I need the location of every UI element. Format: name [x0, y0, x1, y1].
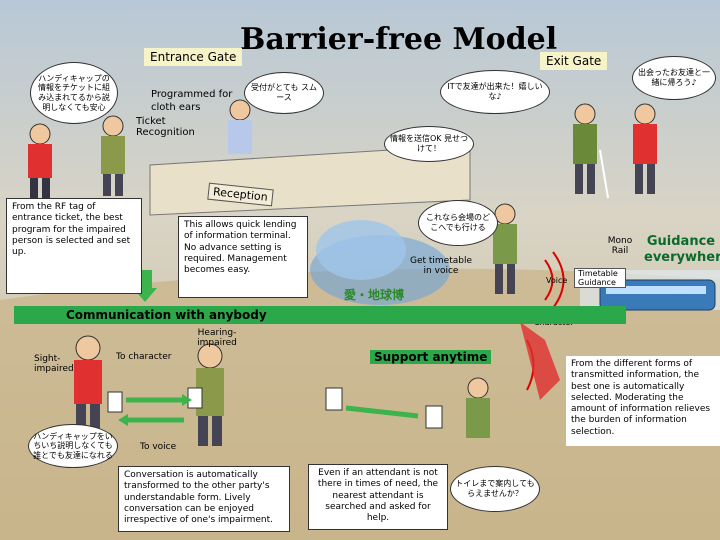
guided-visitor-figure [493, 203, 517, 294]
to-voice-label: To voice [140, 442, 177, 452]
go-home-bubble: 出会ったお友達と一緒に帰ろう♪ [632, 56, 716, 100]
programmed-label: Programmed for cloth ears [151, 89, 233, 113]
handicap-info-bubble: ハンディキャップの情報をチケットに組み込まれてるから説明しなくても安心 [30, 62, 118, 124]
expo-logo: 愛・地球博 [344, 288, 405, 302]
communication-band: Communication with anybody [14, 306, 626, 324]
blind-visitor-figure [573, 103, 609, 199]
it-friends-bubble: ITで友達が出来た！嬉しいな♪ [440, 70, 550, 114]
attendant-description: Even if an attendant is not there in tim… [308, 464, 448, 530]
request-ok-bubble: 情報を送信OK 見せつけて！ [384, 126, 474, 162]
toilet-bubble: トイレまで案内してもらえませんか？ [450, 466, 540, 512]
support-anytime-label: Support anytime [370, 350, 492, 364]
anywhere-bubble: これなら会場のどこへでも行ける [418, 200, 498, 246]
expo-visual [316, 220, 406, 280]
hearing-impaired-figure [196, 343, 224, 446]
guidance-everywhere-label: Guidance everywhere [644, 234, 720, 266]
friend-figure [633, 103, 657, 194]
reception-staff-figure [228, 99, 252, 154]
rf-tag-description: From the RF tag of entrance ticket, the … [6, 198, 142, 294]
support-scene [325, 377, 490, 438]
exit-gate-label: Exit Gate [540, 52, 608, 70]
sight-impaired-figure [74, 335, 102, 430]
sight-impaired-label: Sight-impaired [34, 354, 74, 374]
hearing-impaired-label: Hearing-impaired [197, 328, 237, 348]
device-arrows [107, 387, 203, 426]
entrance-gate-label: Entrance Gate [144, 48, 243, 66]
visitor-figure [101, 115, 125, 196]
voice-label: Voice [546, 276, 568, 285]
visitor-wheelchair-figure [28, 123, 52, 198]
page-title: Barrier-free Model [240, 22, 558, 57]
lending-description: This allows quick lending of information… [178, 216, 308, 298]
timetable-guidance-label: Timetable Guidance [574, 268, 626, 288]
conversation-description: Conversation is automatically transforme… [118, 466, 290, 532]
smooth-reception-bubble: 受付がとても スムース [244, 72, 324, 114]
different-forms-description: From the different forms of transmitted … [566, 356, 720, 446]
get-timetable-label: Get timetable in voice [409, 256, 473, 276]
to-character-label: To character [116, 352, 172, 362]
mono-rail-label: Mono Rail [607, 236, 633, 256]
ticket-recognition-label: Ticket Recognition [136, 116, 195, 138]
friends-bubble: ハンディキャップをいちいち説明しなくても誰とでも友達になれる [28, 424, 118, 468]
